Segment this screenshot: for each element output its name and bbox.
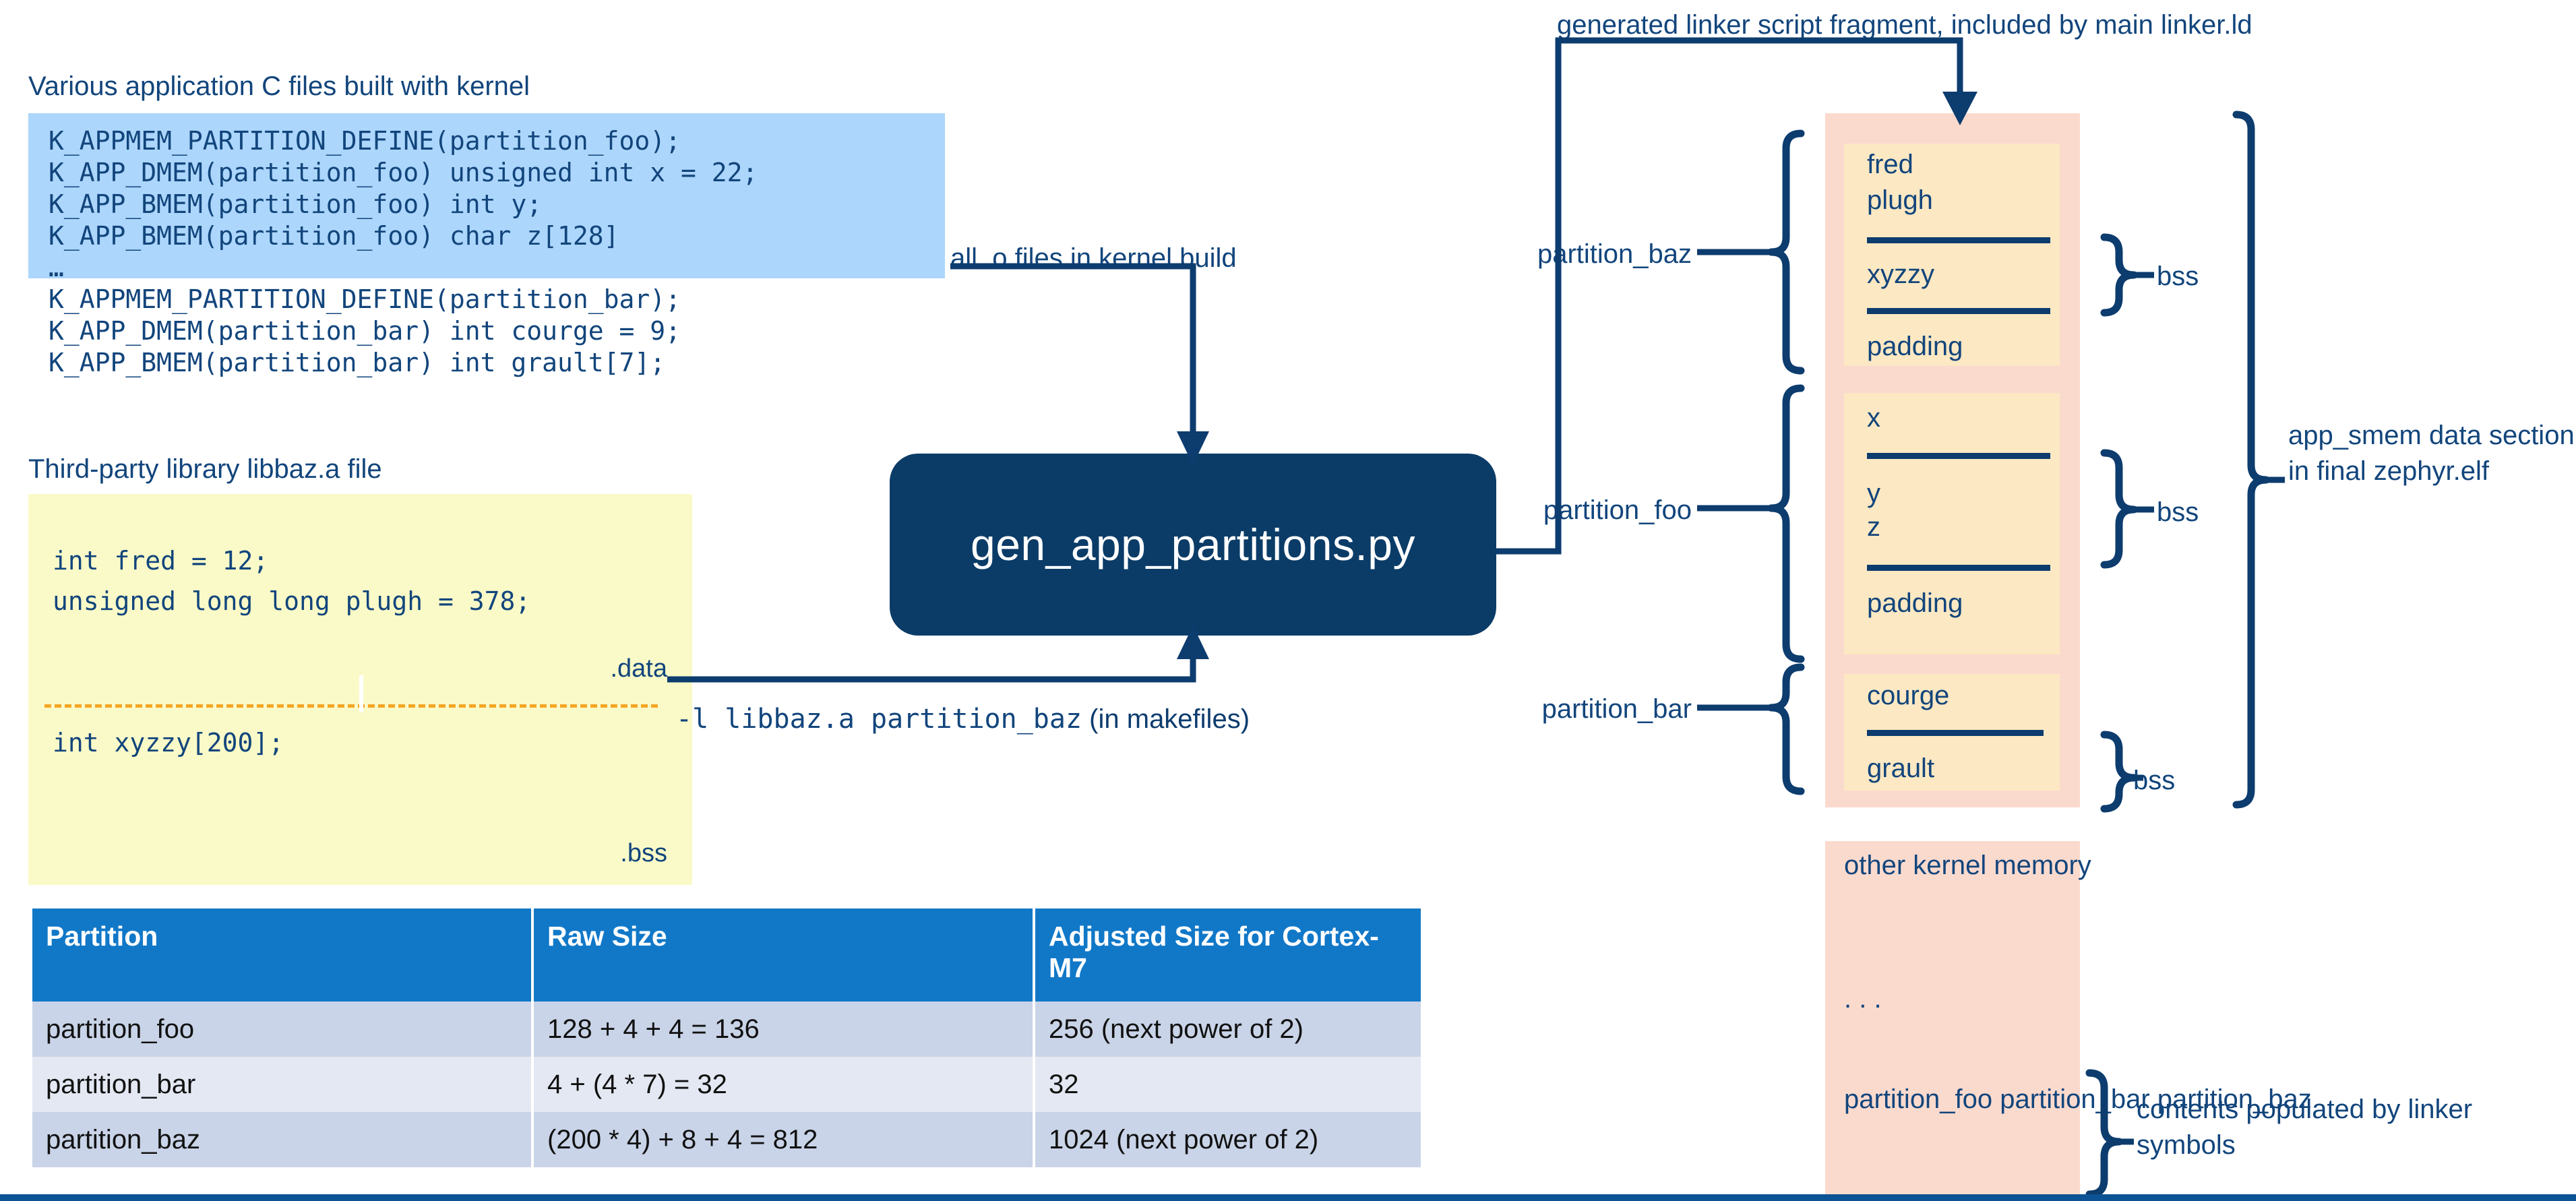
linker-fragment-caption: generated linker script fragment, includ… (1557, 10, 2252, 40)
slot-foo-padding: padding (1867, 588, 1963, 618)
c-files-code-text: K_APPMEM_PARTITION_DEFINE(partition_foo)… (49, 126, 758, 377)
gen-app-partitions-node[interactable]: gen_app_partitions.py (890, 454, 1496, 636)
slot-grault: grault (1867, 753, 1935, 783)
slot-courge: courge (1867, 681, 1950, 710)
col-header-partition: Partition (32, 909, 531, 1002)
bar-divider-1 (1867, 730, 2044, 736)
data-bss-divider (44, 704, 658, 708)
linker-symbol-partition-list: partition_foo partition_bar partition_ba… (1844, 1084, 2312, 1114)
slot-baz-padding: padding (1867, 332, 1963, 361)
lib-file-caption: Third-party library libbaz.a file (28, 454, 382, 484)
divider-tick (359, 675, 363, 712)
cell-partition: partition_foo (32, 1002, 531, 1057)
bracket-app-smem (2232, 111, 2270, 809)
app-smem-note: app_smem data section in final zephyr.el… (2288, 421, 2575, 486)
cell-raw-size: 128 + 4 + 4 = 136 (534, 1002, 1033, 1057)
bracket-bss-foo (2100, 449, 2138, 569)
cell-partition: partition_bar (32, 1057, 531, 1112)
gen-app-partitions-label: gen_app_partitions.py (971, 520, 1415, 569)
slot-plugh: plugh (1867, 185, 1933, 215)
bss-label-foo: bss (2157, 497, 2199, 527)
partition-bar-name: partition_bar (1541, 694, 1692, 724)
cell-raw-size: 4 + (4 * 7) = 32 (534, 1057, 1033, 1112)
lib-code-text-data: int fred = 12; unsigned long long plugh … (53, 546, 531, 616)
bss-label-bar: bss (2133, 766, 2176, 795)
cell-raw-size: (200 * 4) + 8 + 4 = 812 (534, 1112, 1033, 1167)
slot-xyzzy: xyzzy (1867, 259, 1934, 289)
linker-symbols-note: contents populated by linker symbols (2137, 1095, 2473, 1160)
slot-z: z (1867, 512, 1880, 542)
foo-divider-2 (1867, 565, 2050, 571)
bracket-bss-baz (2100, 233, 2138, 317)
arrow-c-files-to-node (950, 263, 1196, 437)
partition-size-table: Partition Raw Size Adjusted Size for Cor… (30, 909, 1423, 1167)
other-kernel-memory-label: other kernel memory (1844, 851, 2091, 880)
slot-y: y (1867, 479, 1880, 508)
col-header-raw-size: Raw Size (534, 909, 1033, 1002)
makefiles-caption: -l libbaz.a partition_baz (in makefiles) (676, 704, 1250, 735)
table-row: partition_foo 128 + 4 + 4 = 136 256 (nex… (32, 1002, 1421, 1057)
other-kernel-memory-box (1825, 841, 2080, 1201)
baz-divider-1 (1867, 237, 2050, 243)
all-o-files-caption: all .o files in kernel build (950, 243, 1237, 273)
c-files-caption: Various application C files built with k… (28, 71, 530, 101)
bracket-partition-foo (1767, 384, 1805, 663)
cell-adjusted-size: 256 (next power of 2) (1035, 1002, 1421, 1057)
cell-partition: partition_baz (32, 1112, 531, 1167)
slot-fred: fred (1867, 150, 1913, 179)
data-section-label: .data (610, 654, 667, 683)
baz-divider-2 (1867, 308, 2050, 314)
bss-section-label: .bss (620, 839, 667, 867)
arrow-lib-to-node (667, 655, 1196, 683)
bss-label-baz: bss (2157, 261, 2199, 291)
bracket-partition-baz (1767, 129, 1805, 375)
col-header-adjusted-size: Adjusted Size for Cortex-M7 (1035, 909, 1421, 1002)
partition-foo-name: partition_foo (1543, 495, 1692, 525)
table-row: partition_bar 4 + (4 * 7) = 32 32 (32, 1057, 1421, 1112)
makefile-note-text: (in makefiles) (1082, 704, 1250, 734)
bottom-accent-bar (0, 1194, 2576, 1201)
cell-adjusted-size: 32 (1035, 1057, 1421, 1112)
c-files-code-box (28, 113, 945, 278)
foo-divider-1 (1867, 453, 2050, 459)
slot-x: x (1867, 403, 1880, 433)
lib-code-text-bss: int xyzzy[200]; (53, 728, 284, 758)
ellipsis-dots: . . . (1844, 984, 1882, 1014)
bracket-bss-bar (2100, 731, 2138, 813)
partition-baz-name: partition_baz (1537, 239, 1692, 269)
table-header-row: Partition Raw Size Adjusted Size for Cor… (32, 909, 1421, 1002)
bracket-partition-bar (1767, 663, 1805, 795)
makefile-flag-text: -l libbaz.a partition_baz (676, 704, 1082, 735)
cell-adjusted-size: 1024 (next power of 2) (1035, 1112, 1421, 1167)
table-row: partition_baz (200 * 4) + 8 + 4 = 812 10… (32, 1112, 1421, 1167)
